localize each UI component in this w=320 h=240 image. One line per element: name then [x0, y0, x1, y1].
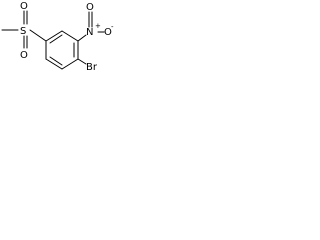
nitro-oxygen-top-label: O — [86, 2, 94, 13]
nitrogen-label: N — [86, 27, 93, 38]
nitrogen-charge-label: + — [95, 22, 101, 30]
sulfur-label: S — [20, 26, 26, 37]
sulfonyl-oxygen-top-label: O — [20, 1, 28, 12]
nitro-oxygen-charge-label: - — [111, 23, 114, 31]
nitro-oxygen-right-label: O — [104, 27, 112, 38]
sulfur-ring-bond — [29, 29, 47, 42]
bromine-label: Br — [86, 62, 98, 73]
bromine-ring-bond — [77, 58, 87, 65]
chemical-structure: S O O N + O - O Br — [1, 1, 114, 73]
sulfonyl-oxygen-bottom-label: O — [20, 50, 28, 61]
benzene-ring — [45, 30, 79, 70]
nitro-ring-bond — [77, 34, 87, 42]
